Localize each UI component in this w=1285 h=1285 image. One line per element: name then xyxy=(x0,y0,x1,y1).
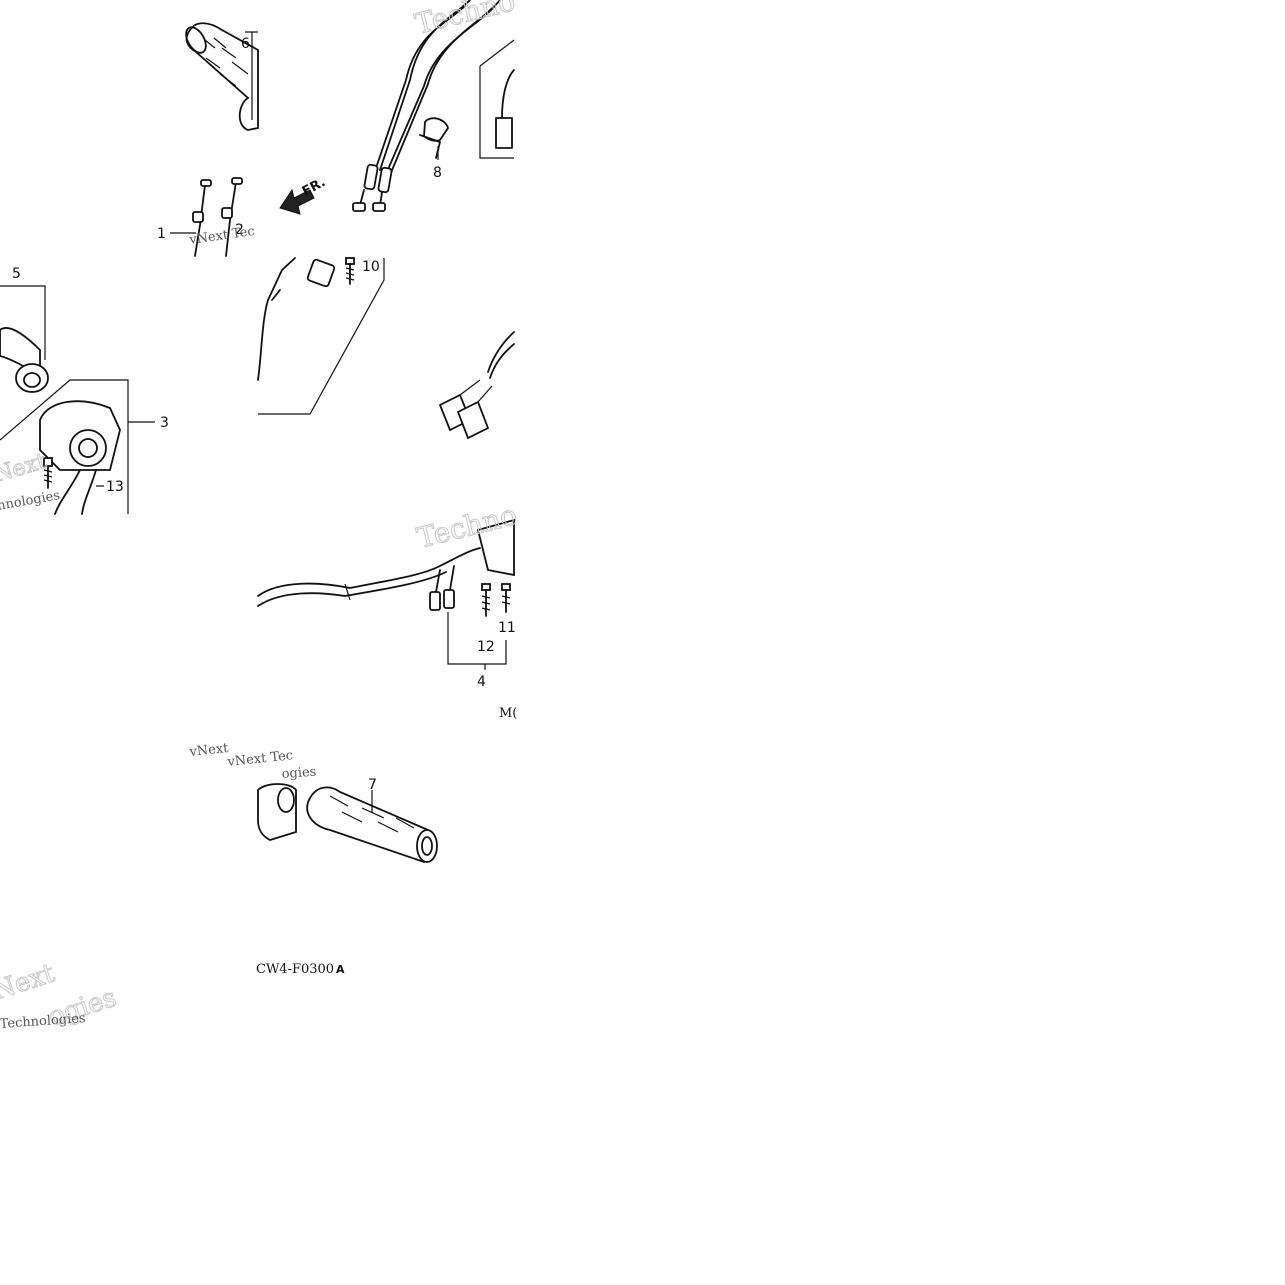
callout-8: 8 xyxy=(433,165,442,181)
callout-7: 7 xyxy=(368,777,377,793)
callout-10: 10 xyxy=(362,259,380,275)
switch-housing-3 xyxy=(0,379,155,515)
callout-1: 1 xyxy=(157,226,166,242)
diagram-code-suffix: A xyxy=(336,963,345,976)
connector-pair-right xyxy=(438,331,515,440)
screw-10 xyxy=(345,257,355,285)
watermark-hnologies: hnologies xyxy=(0,488,61,514)
watermark-tech-top: Techno xyxy=(412,0,519,41)
watermark-tec-bottom: vNext Tec xyxy=(226,748,294,770)
main-cables xyxy=(352,0,501,212)
callout-12: 12 xyxy=(477,639,495,655)
watermark-ogies-bottom: ogies xyxy=(281,765,317,782)
wiring-box xyxy=(257,257,385,415)
grip-5-illustration xyxy=(0,285,49,393)
watermark-vnext-tec: vNext Tec xyxy=(187,224,255,248)
callout-2: 2 xyxy=(235,222,244,238)
diagram-code: CW4-F0300 xyxy=(256,962,334,977)
screw-12 xyxy=(481,583,491,617)
front-direction-arrow xyxy=(279,188,315,215)
watermark-next-left: Next xyxy=(0,449,49,488)
callout-13: 13 xyxy=(106,479,124,495)
cable-clamp-8 xyxy=(419,117,449,160)
callout-3: 3 xyxy=(160,415,169,431)
grip-6-illustration xyxy=(185,22,259,131)
front-arrow-label: FR. xyxy=(300,175,328,200)
grip-7-illustration xyxy=(257,783,438,863)
screw-11 xyxy=(501,583,511,613)
callout-4: 4 xyxy=(477,674,486,690)
switch-harness-4 xyxy=(257,518,515,670)
partial-diagram-code: M( xyxy=(499,706,517,721)
callout-6: 6 xyxy=(241,36,250,52)
connector-box-top xyxy=(479,39,515,159)
watermark-vnext-bottom: vNext xyxy=(188,741,230,760)
throttle-cables-1-2 xyxy=(170,177,243,257)
callout-11: 11 xyxy=(498,620,516,636)
callout-5: 5 xyxy=(12,266,21,282)
watermark-technologies-bottom-left: Technologies xyxy=(0,1011,86,1032)
screw-13 xyxy=(43,457,53,489)
watermark-next-bottom-left: Next xyxy=(0,958,59,1006)
